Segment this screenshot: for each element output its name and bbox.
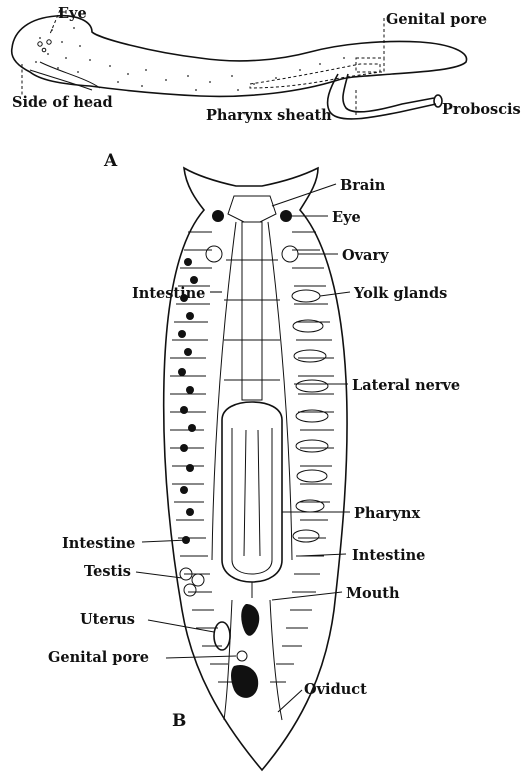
label-a-side-of-head: Side of head — [12, 94, 113, 111]
label-a-genital-pore: Genital pore — [386, 11, 487, 28]
label-b-lateral-nerve: Lateral nerve — [352, 377, 460, 394]
label-b-pharynx: Pharynx — [354, 505, 420, 522]
label-b-yolk-glands: Yolk glands — [353, 285, 447, 302]
label-b-ovary: Ovary — [342, 247, 389, 264]
oviduct-leader — [278, 690, 302, 712]
label-b-uterus: Uterus — [80, 611, 135, 628]
panel-label-a: A — [103, 151, 118, 171]
label-b-genital-pore: Genital pore — [48, 649, 149, 666]
label-b-eye: Eye — [332, 209, 361, 226]
eye-spot-left — [212, 210, 224, 222]
eye-spot-right — [280, 210, 292, 222]
label-b-testis: Testis — [84, 563, 131, 580]
genital-pore-leader-b — [166, 656, 236, 658]
side-view-stipple — [35, 27, 345, 91]
ovary-left — [206, 246, 222, 262]
yolk-glands — [292, 290, 328, 542]
pharynx-outline — [222, 402, 282, 582]
label-b-intestine-upper: Intestine — [132, 285, 205, 302]
panel-b-drawing — [136, 168, 350, 770]
label-a-eye: Eye — [58, 5, 87, 22]
proboscis-outline — [328, 74, 436, 119]
label-a-proboscis: Proboscis — [442, 101, 521, 118]
mouth-leader — [272, 592, 342, 600]
ovary-right — [282, 246, 298, 262]
genital-pore-b — [237, 651, 247, 661]
anterior-intestine-branches — [224, 260, 280, 380]
pharynx-inner — [232, 428, 272, 574]
panel-label-b: B — [172, 711, 186, 731]
label-a-pharynx-sheath: Pharynx sheath — [206, 107, 332, 124]
label-b-oviduct: Oviduct — [304, 681, 367, 698]
proboscis-tip — [434, 95, 442, 107]
label-b-intestine-right: Intestine — [352, 547, 425, 564]
head-fold-line — [30, 70, 92, 90]
oviduct-right — [270, 600, 282, 720]
uterus-leader — [148, 620, 214, 632]
anterior-intestine — [242, 222, 262, 400]
copulatory-organ — [241, 604, 259, 636]
brain-mass — [228, 196, 276, 222]
label-b-intestine-left: Intestine — [62, 535, 135, 552]
intestine-left-leader — [142, 540, 188, 542]
genital-atrium — [231, 665, 258, 698]
side-view-eyes — [38, 40, 51, 52]
pharynx-lumen — [244, 430, 260, 556]
label-b-mouth: Mouth — [346, 585, 400, 602]
oviduct-left — [224, 600, 232, 720]
testis-leader — [136, 572, 182, 578]
label-b-brain: Brain — [340, 177, 386, 194]
